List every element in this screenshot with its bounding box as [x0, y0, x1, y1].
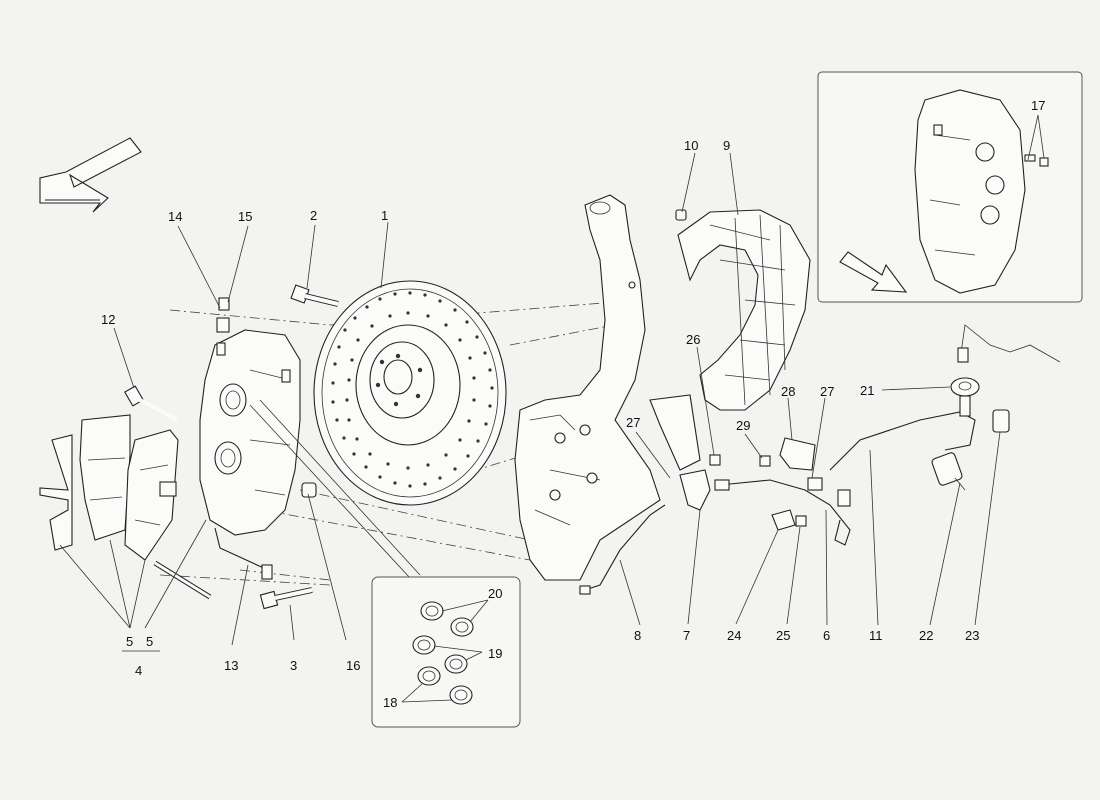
callout-21: 21	[860, 383, 874, 398]
bleed-screw	[216, 297, 230, 333]
caliper-plug	[301, 482, 317, 498]
callout-27a: 27	[626, 415, 640, 430]
callout-numbers: 1 2 3 4 5 5 6 7 8 9 10 11 12 13 14 15 16…	[101, 98, 1045, 710]
pipe-bracket	[679, 454, 721, 511]
callout-16: 16	[346, 658, 360, 673]
callout-6: 6	[823, 628, 830, 643]
callout-28: 28	[781, 384, 795, 399]
callout-22: 22	[919, 628, 933, 643]
callout-27b: 27	[820, 384, 834, 399]
callout-14: 14	[168, 209, 182, 224]
callout-9: 9	[723, 138, 730, 153]
callout-5-secondary: 5	[146, 634, 153, 649]
callout-7: 7	[683, 628, 690, 643]
callout-13: 13	[224, 658, 238, 673]
callout-15: 15	[238, 209, 252, 224]
callout-29: 29	[736, 418, 750, 433]
speed-sensor	[992, 409, 1010, 433]
callout-11: 11	[869, 628, 883, 643]
shield-bolt	[675, 209, 687, 221]
callout-26: 26	[686, 332, 700, 347]
callout-23: 23	[965, 628, 979, 643]
inset-direction-arrow-icon	[839, 251, 908, 293]
callout-10: 10	[684, 138, 698, 153]
callout-leaders	[59, 152, 1001, 652]
hose-clip	[771, 509, 807, 531]
callout-3: 3	[290, 658, 297, 673]
callout-4: 4	[135, 663, 142, 678]
callout-12: 12	[101, 312, 115, 327]
callout-20: 20	[488, 586, 502, 601]
callout-2: 2	[310, 208, 317, 223]
flexible-brake-hose	[714, 479, 851, 546]
mounting-bolt	[259, 587, 313, 610]
brake-disc	[313, 280, 507, 506]
callout-18: 18	[383, 695, 397, 710]
caliper-detail-inset	[817, 71, 1083, 303]
disc-bolt	[290, 284, 339, 307]
piston-seals-inset	[371, 576, 521, 728]
callout-1: 1	[381, 208, 388, 223]
direction-arrow-icon	[39, 137, 142, 213]
grommet	[950, 377, 980, 417]
callout-17: 17	[1031, 98, 1045, 113]
steering-knuckle	[514, 194, 661, 581]
hose-bracket	[759, 437, 823, 491]
brake-pad-set	[39, 414, 179, 561]
callout-19: 19	[488, 646, 502, 661]
brake-pipe	[579, 504, 666, 595]
caliper-bolt	[124, 385, 179, 422]
callout-25: 25	[776, 628, 790, 643]
callout-8: 8	[634, 628, 641, 643]
pad-retaining-pin	[153, 560, 212, 600]
brake-caliper	[199, 329, 301, 536]
brake-dust-shield	[649, 209, 811, 471]
callout-24: 24	[727, 628, 741, 643]
caliper-pipe	[214, 527, 273, 580]
callout-5: 5	[126, 634, 133, 649]
